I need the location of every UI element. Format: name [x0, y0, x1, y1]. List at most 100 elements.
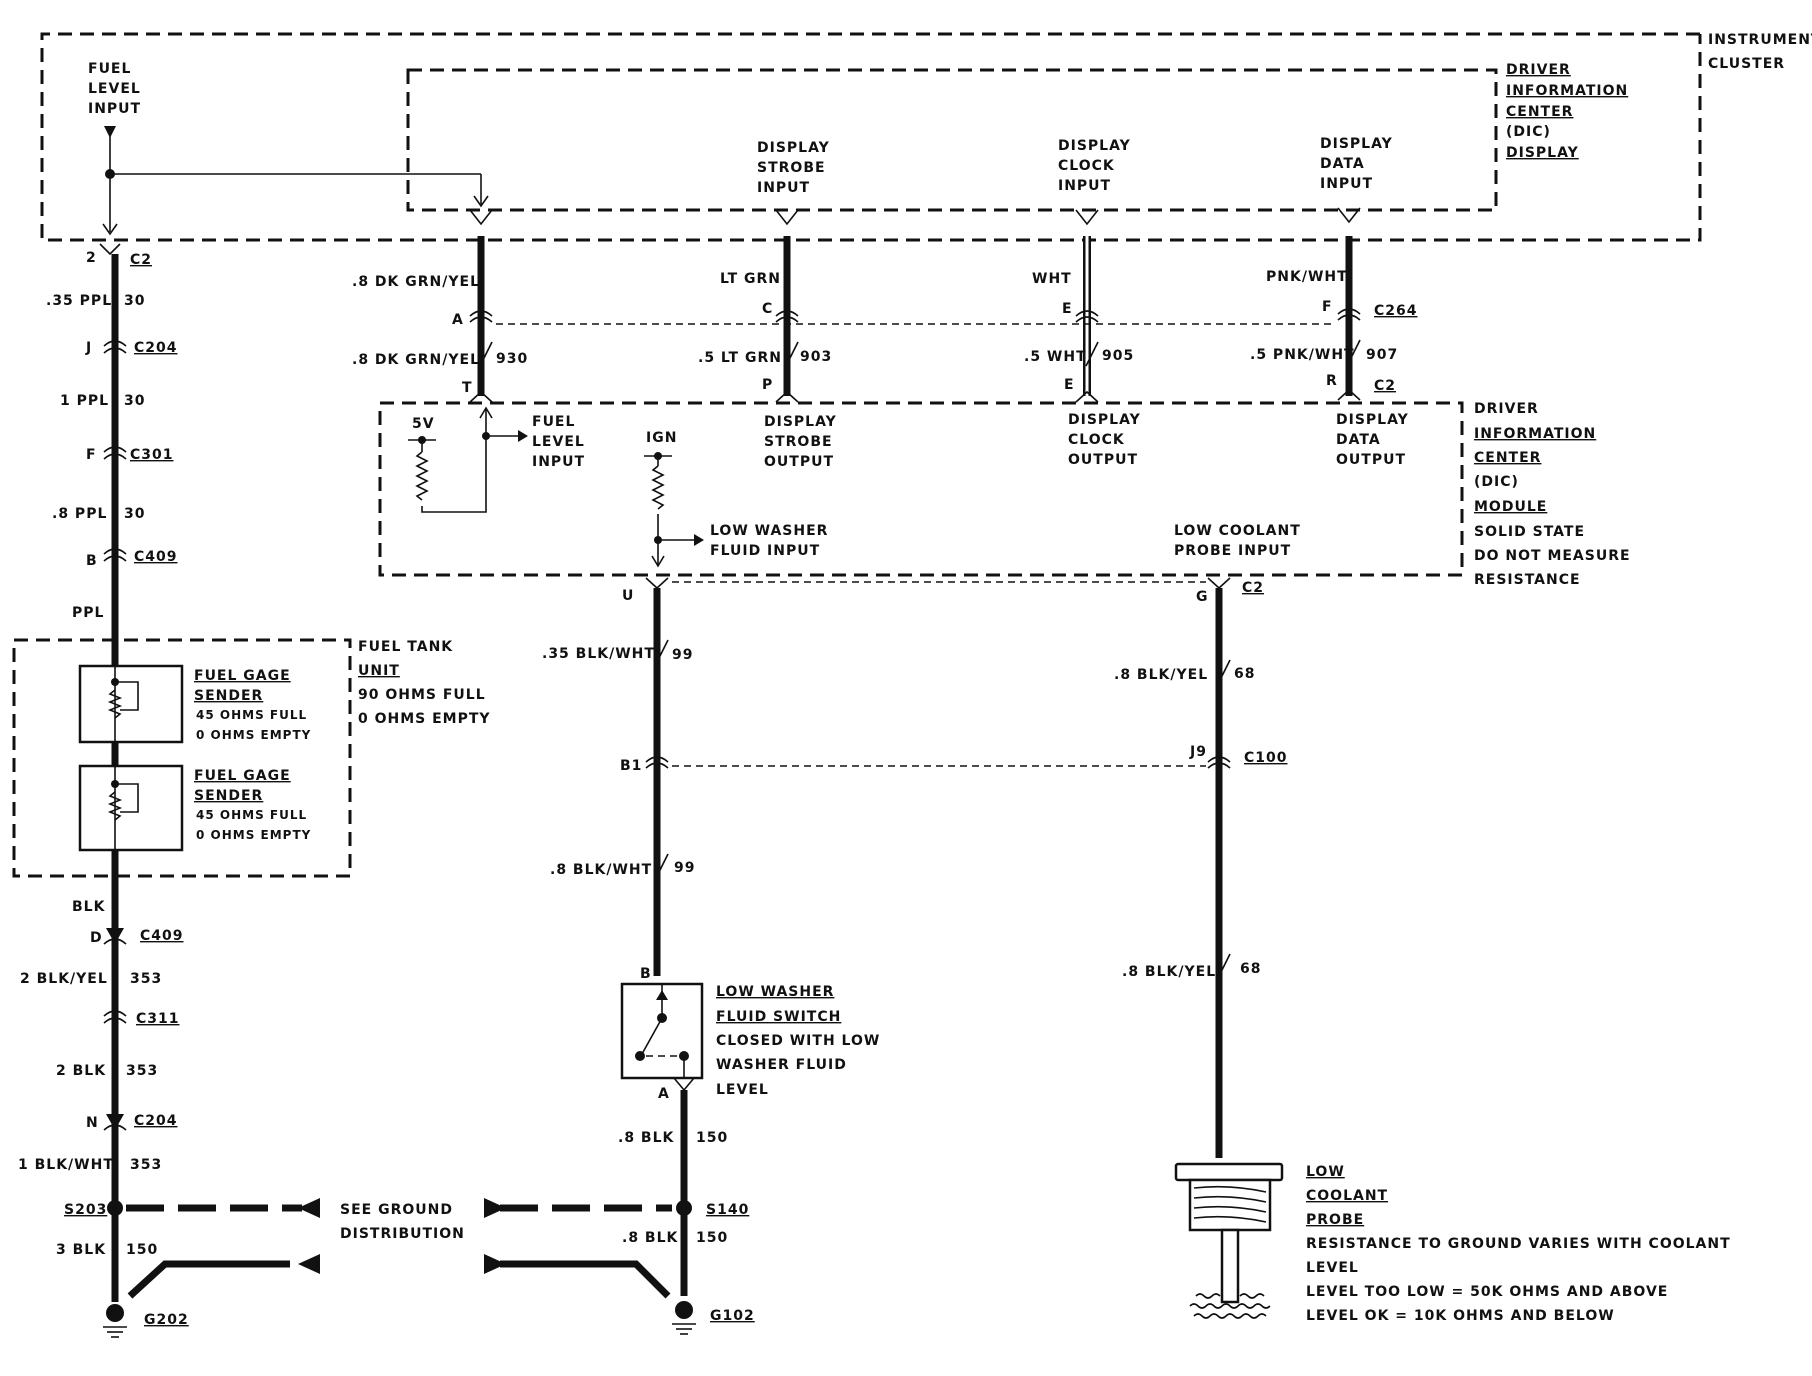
pin-c: C — [762, 301, 773, 317]
pin-e: E — [1064, 377, 1075, 393]
fuel-tank-unit: FUEL TANK UNIT 90 OHMS FULL 0 OHMS EMPTY… — [12, 638, 491, 878]
wire-color: WHT — [1032, 271, 1072, 287]
sender-spec: 45 OHMS FULL — [196, 708, 307, 722]
pin-e: E — [1062, 301, 1073, 317]
wire-color: 1 BLK/WHT — [18, 1157, 114, 1173]
dic-module-title-3: CENTER — [1474, 450, 1541, 466]
svg-text:DISPLAY: DISPLAY — [1058, 138, 1131, 154]
dic-module-note-2: DO NOT MEASURE — [1474, 548, 1631, 564]
wire-color: .8 BLK — [622, 1230, 679, 1246]
data-output-label-2: DATA — [1336, 432, 1381, 448]
fuel-tank-title: FUEL TANK — [358, 639, 453, 655]
wire-color: .5 WHT — [1024, 349, 1087, 365]
coolant-circuit: G C2 .8 BLK/YEL 68 J9 C100 .8 BLK/YEL 68… — [1114, 577, 1730, 1324]
dic-module-title: DRIVER — [1474, 401, 1539, 417]
splice-s203: S203 — [64, 1202, 107, 1218]
wire-color: .35 BLK/WHT — [542, 646, 655, 662]
strobe-output-label: DISPLAY — [764, 414, 837, 430]
dic-display: DRIVER INFORMATION CENTER (DIC) DISPLAY — [406, 62, 1628, 212]
circuit-number: 905 — [1102, 348, 1134, 364]
wire-color: PNK/WHT — [1266, 269, 1348, 285]
strobe-output-label-2: STROBE — [764, 434, 833, 450]
svg-text:FUEL: FUEL — [88, 61, 131, 77]
coolant-input-label-2: PROBE INPUT — [1174, 543, 1291, 559]
low-coolant-probe — [1174, 1162, 1284, 1319]
dic-module-title-5: MODULE — [1474, 499, 1547, 515]
dic-module-note: SOLID STATE — [1474, 524, 1585, 540]
circuit-number: 30 — [124, 293, 145, 309]
instrument-cluster-label-2: CLUSTER — [1708, 56, 1785, 72]
fuel-tank-spec-2: 0 OHMS EMPTY — [358, 711, 491, 727]
label-5v: 5V — [412, 416, 435, 432]
probe-name-2: COOLANT — [1306, 1188, 1388, 1204]
wire-color: .5 PNK/WHT — [1250, 347, 1355, 363]
coolant-input-label: LOW COOLANT — [1174, 523, 1301, 539]
pin-g: G — [1196, 589, 1209, 605]
connector-c264: C264 — [1374, 303, 1418, 319]
display-strobe-input-label: DISPLAY STROBE INPUT — [757, 140, 829, 196]
display-data-input-label: DISPLAY DATA INPUT — [1320, 136, 1392, 192]
pin-j9: J9 — [1189, 744, 1207, 760]
circuit-number: 353 — [130, 971, 162, 987]
wire-color: 2 BLK/YEL — [20, 971, 108, 987]
dic-display-label-5: DISPLAY — [1506, 145, 1579, 161]
splice-s140: S140 — [706, 1202, 749, 1218]
svg-text:INPUT: INPUT — [757, 180, 810, 196]
washer-input-label-2: FLUID INPUT — [710, 543, 820, 559]
wire-color: .8 BLK — [618, 1130, 675, 1146]
label-ign: IGN — [646, 430, 677, 446]
svg-text:CLOCK: CLOCK — [1058, 158, 1115, 174]
washer-circuit: U .35 BLK/WHT 99 B1 .8 BLK/WHT 99 B LOW … — [484, 577, 1206, 1335]
dic-module: DRIVER INFORMATION CENTER (DIC) MODULE S… — [378, 401, 1631, 588]
circuit-number: 353 — [126, 1063, 158, 1079]
dic-display-label-4: (DIC) — [1506, 124, 1551, 140]
circuit-number: 30 — [124, 506, 145, 522]
fuel-gage-sender-2: FUEL GAGE SENDER 45 OHMS FULL 0 OHMS EMP… — [78, 764, 311, 852]
strobe-output-label-3: OUTPUT — [764, 454, 834, 470]
connector-c204: C204 — [134, 1113, 178, 1129]
dic-display-label-1: DRIVER — [1506, 62, 1571, 78]
circuit-number: 903 — [800, 349, 832, 365]
wire-color: .8 PPL — [52, 506, 107, 522]
data-output-label-3: OUTPUT — [1336, 452, 1406, 468]
pin-d: D — [90, 930, 103, 946]
wire-color: .8 BLK/YEL — [1122, 964, 1216, 980]
circuit-number: 907 — [1366, 347, 1398, 363]
dic-module-note-3: RESISTANCE — [1474, 572, 1581, 588]
clock-output-label-3: OUTPUT — [1068, 452, 1138, 468]
sender-spec: 45 OHMS FULL — [196, 808, 307, 822]
svg-text:DATA: DATA — [1320, 156, 1365, 172]
svg-text:INPUT: INPUT — [88, 101, 141, 117]
circuit-number: 30 — [124, 393, 145, 409]
svg-text:SEE GROUND: SEE GROUND — [340, 1202, 453, 1218]
pin-t: T — [462, 380, 473, 396]
fuel-circuit: 2 C2 .35 PPL 30 J C204 1 PPL 30 F C301 .… — [18, 243, 320, 1338]
svg-text:STROBE: STROBE — [757, 160, 826, 176]
circuit-number: 150 — [696, 1230, 728, 1246]
wire-color: 3 BLK — [56, 1242, 106, 1258]
wire-color: .8 DK GRN/YEL — [352, 352, 480, 368]
connector-c311: C311 — [136, 1011, 180, 1027]
wire-color: BLK — [72, 899, 106, 915]
pin-f: F — [86, 447, 97, 463]
switch-spec: CLOSED WITH LOW — [716, 1033, 880, 1049]
pin-f: F — [1322, 299, 1333, 315]
dic-display-label-2: INFORMATION — [1506, 83, 1628, 99]
pin-u: U — [622, 588, 634, 604]
pin-a: A — [452, 312, 464, 328]
connector-c204: C204 — [134, 340, 178, 356]
circuit-number: 68 — [1234, 666, 1255, 682]
wire-color: .8 BLK/YEL — [1114, 667, 1208, 683]
circuit-number: 150 — [126, 1242, 158, 1258]
fuel-level-input-label: FUEL LEVEL INPUT — [88, 61, 141, 117]
circuit-number: 150 — [696, 1130, 728, 1146]
connector-c301: C301 — [130, 447, 174, 463]
fuel-input-label-3: INPUT — [532, 454, 585, 470]
wire-color: .8 BLK/WHT — [550, 862, 652, 878]
sender-spec-2: 0 OHMS EMPTY — [196, 828, 311, 842]
pin-b1: B1 — [620, 758, 642, 774]
dic-module-title-2: INFORMATION — [1474, 426, 1596, 442]
pin-b: B — [86, 553, 98, 569]
sender-name: FUEL GAGE — [194, 768, 291, 784]
